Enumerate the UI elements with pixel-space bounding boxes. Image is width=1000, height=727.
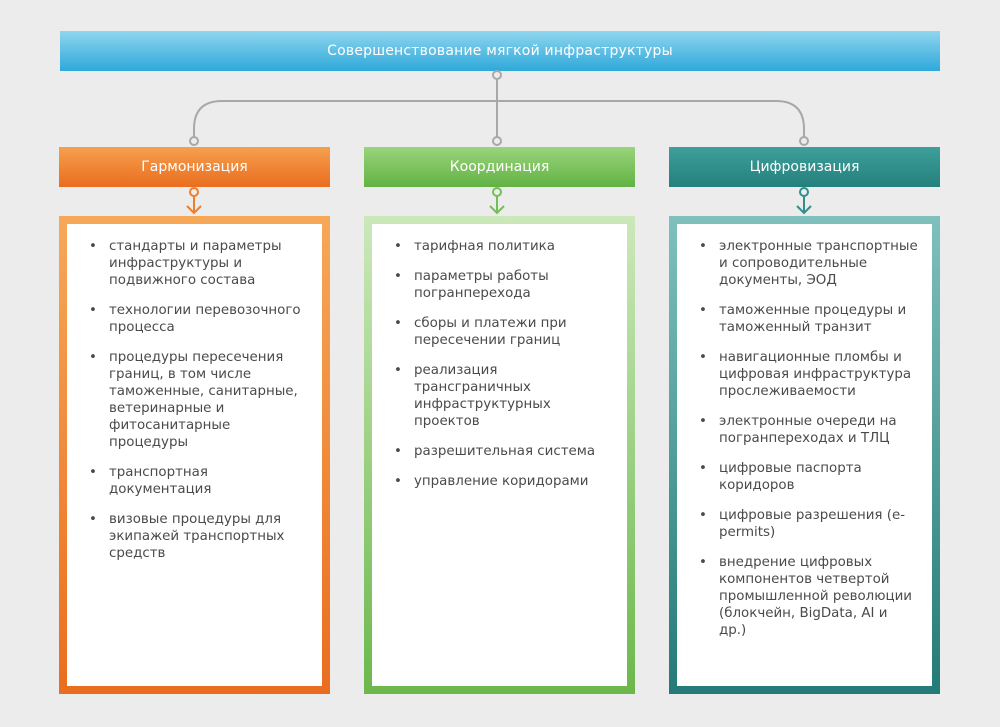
bullet-icon: •	[699, 239, 707, 254]
bullet-icon: •	[89, 303, 97, 318]
bullet-icon: •	[394, 363, 402, 378]
bullet-icon: •	[699, 414, 707, 429]
list-item: •реализация трансграничных инфраструктур…	[394, 363, 551, 429]
junction-dot-right	[799, 136, 809, 146]
list-item: •цифровые паспорта коридоров	[699, 461, 862, 493]
main-title: Совершенствование мягкой инфраструктуры	[327, 43, 673, 59]
bullet-icon: •	[394, 474, 402, 489]
junction-dot-top	[492, 70, 502, 80]
main-title-bar: Совершенствование мягкой инфраструктуры	[60, 31, 940, 71]
box-digitalization-content: •электронные транспортные и сопроводител…	[677, 224, 932, 686]
list-item: •тарифная политика	[394, 239, 555, 254]
list-item: •навигационные пломбы и цифровая инфраст…	[699, 350, 912, 399]
bullet-icon: •	[699, 508, 707, 523]
bullet-icon: •	[699, 555, 707, 570]
bullet-icon: •	[699, 350, 707, 365]
bullet-icon: •	[699, 461, 707, 476]
harmonization-list: •стандарты и параметры инфраструктуры и …	[67, 224, 322, 562]
coordination-list: •тарифная политика •параметры работы пог…	[372, 224, 627, 490]
bullet-icon: •	[89, 465, 97, 480]
branch-right	[497, 100, 805, 141]
box-coordination: •тарифная политика •параметры работы пог…	[364, 216, 635, 694]
header-coordination: Координация	[364, 147, 635, 187]
arrow-down-icon-left	[186, 187, 202, 215]
branch-left	[193, 100, 497, 141]
list-item: •внедрение цифровых компонентов четверто…	[699, 555, 913, 638]
list-item: •технологии перевозочного процесса	[89, 303, 301, 335]
arrow-down-icon-center	[489, 187, 505, 215]
list-item: •управление коридорами	[394, 474, 589, 489]
list-item: •электронные очереди на погранпереходах …	[699, 414, 897, 446]
list-item: •транспортная документация	[89, 465, 212, 497]
box-digitalization: •электронные транспортные и сопроводител…	[669, 216, 940, 694]
junction-dot-center	[492, 136, 502, 146]
list-item: •параметры работы погранперехода	[394, 269, 549, 301]
bullet-icon: •	[394, 269, 402, 284]
list-item: •разрешительная система	[394, 444, 596, 459]
list-item: •электронные транспортные и сопроводител…	[699, 239, 918, 288]
bullet-icon: •	[394, 239, 402, 254]
list-item: •сборы и платежи при пересечении границ	[394, 316, 567, 348]
bullet-icon: •	[699, 303, 707, 318]
header-harmonization: Гармонизация	[59, 147, 330, 187]
list-item: •визовые процедуры для экипажей транспор…	[89, 512, 285, 561]
list-item: •цифровые разрешения (e-permits)	[699, 508, 906, 540]
box-coordination-content: •тарифная политика •параметры работы пог…	[372, 224, 627, 686]
list-item: •таможенные процедуры и таможенный транз…	[699, 303, 907, 335]
junction-dot-left	[189, 136, 199, 146]
box-harmonization-content: •стандарты и параметры инфраструктуры и …	[67, 224, 322, 686]
digitalization-list: •электронные транспортные и сопроводител…	[677, 224, 932, 639]
arrow-down-icon-right	[796, 187, 812, 215]
bullet-icon: •	[89, 350, 97, 365]
header-digitalization: Цифровизация	[669, 147, 940, 187]
bullet-icon: •	[394, 316, 402, 331]
bullet-icon: •	[89, 512, 97, 527]
list-item: •стандарты и параметры инфраструктуры и …	[89, 239, 282, 288]
bullet-icon: •	[89, 239, 97, 254]
list-item: •процедуры пересечения границ, в том чис…	[89, 350, 298, 450]
box-harmonization: •стандарты и параметры инфраструктуры и …	[59, 216, 330, 694]
bullet-icon: •	[394, 444, 402, 459]
